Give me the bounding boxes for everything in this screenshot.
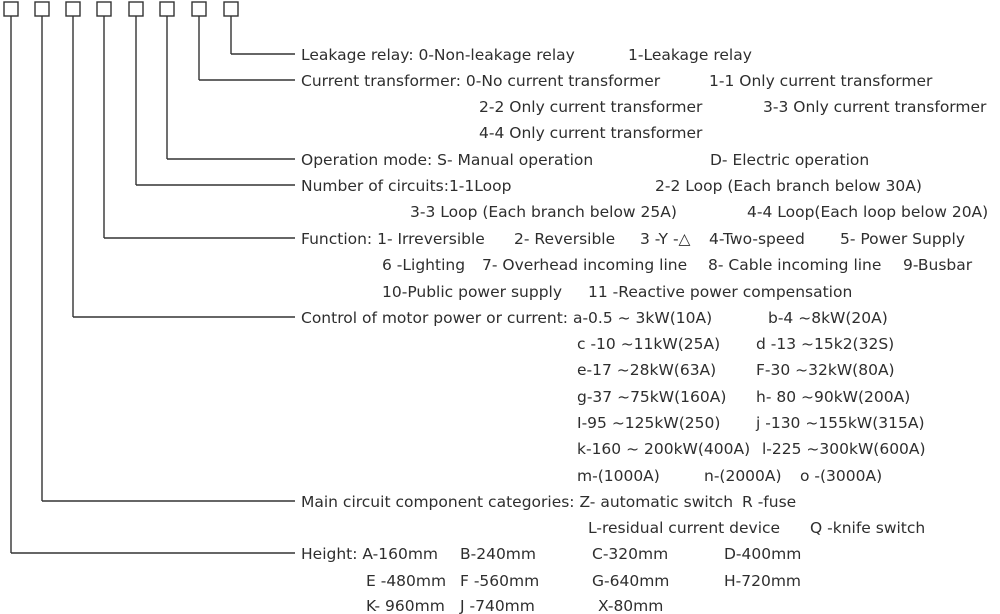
main-circuit-q: Q -knife switch (810, 519, 925, 537)
ct-option-4-4: 4-4 Only current transformer (479, 124, 703, 142)
ct-option-1-1: 1-1 Only current transformer (709, 72, 933, 90)
connector-operation-mode (166, 16, 295, 160)
code-box-1 (3, 1, 19, 17)
height-h: H-720mm (724, 572, 801, 590)
connector-current-transformer (198, 16, 295, 81)
motor-power-g: g-37 ~75kW(160A) (577, 388, 726, 406)
height-c: C-320mm (592, 545, 668, 563)
motor-power-f: F-30 ~32kW(80A) (756, 361, 895, 379)
function-option-9: 9-Busbar (903, 256, 973, 274)
main-circuit-l: L-residual current device (588, 519, 780, 537)
motor-power-i: I-95 ~125kW(250) (577, 414, 720, 432)
motor-power-o: o -(3000A) (800, 467, 882, 485)
height-g: G-640mm (592, 572, 669, 590)
height-x: X-80mm (598, 597, 663, 614)
connector-main-circuit (41, 16, 295, 502)
function-option-5: 5- Power Supply (840, 230, 965, 248)
ct-option-3-3: 3-3 Only current transformer (763, 98, 987, 116)
motor-power-l: l-225 ~300kW(600A) (762, 440, 926, 458)
connector-number-of-circuits (135, 16, 295, 186)
code-box-7 (191, 1, 207, 17)
function-options: Function: 1- Irreversible (301, 230, 485, 248)
height-options: Height: A-160mm (301, 545, 438, 563)
ct-option-2-2: 2-2 Only current transformer (479, 98, 703, 116)
operation-mode-electric: D- Electric operation (710, 151, 869, 169)
circuits-option-2-2: 2-2 Loop (Each branch below 30A) (655, 177, 922, 195)
function-option-7: 7- Overhead incoming line (482, 256, 687, 274)
leakage-relay-options: Leakage relay: 0-Non-leakage relay (301, 46, 575, 64)
circuits-options: Number of circuits:1-1Loop (301, 177, 511, 195)
connector-leakage-relay (230, 16, 295, 55)
motor-power-j: j -130 ~155kW(315A) (755, 414, 925, 432)
motor-power-m: m-(1000A) (577, 467, 660, 485)
motor-power-e: e-17 ~28kW(63A) (577, 361, 716, 379)
motor-power-options: Control of motor power or current: a-0.5… (301, 309, 712, 327)
leakage-relay-option-1: 1-Leakage relay (628, 46, 752, 64)
connector-height (10, 16, 295, 554)
function-option-4: 4-Two-speed (709, 230, 805, 248)
height-j: J -740mm (459, 597, 535, 614)
code-box-2 (34, 1, 50, 17)
motor-power-n: n-(2000A) (704, 467, 782, 485)
motor-power-d: d -13 ~15k2(32S) (756, 335, 894, 353)
motor-power-h: h- 80 ~90kW(200A) (756, 388, 910, 406)
code-box-8 (223, 1, 239, 17)
circuits-option-4-4: 4-4 Loop(Each loop below 20A) (747, 203, 988, 221)
function-option-8: 8- Cable incoming line (708, 256, 881, 274)
function-option-6: 6 -Lighting (382, 256, 465, 274)
code-box-4 (96, 1, 112, 17)
height-k: K- 960mm (366, 597, 445, 614)
height-b: B-240mm (460, 545, 536, 563)
motor-power-b: b-4 ~8kW(20A) (768, 309, 888, 327)
connector-motor-power (72, 16, 295, 318)
function-option-3: 3 -Y -△ (640, 230, 691, 248)
circuits-option-3-3: 3-3 Loop (Each branch below 25A) (410, 203, 677, 221)
function-option-10: 10-Public power supply (382, 283, 562, 301)
connector-function (103, 16, 295, 239)
legend-text: Leakage relay: 0-Non-leakage relay 1-Lea… (301, 46, 988, 614)
main-circuit-options: Main circuit component categories: Z- au… (301, 493, 733, 511)
height-f: F -560mm (460, 572, 539, 590)
code-box-6 (159, 1, 175, 17)
code-box-5 (128, 1, 144, 17)
code-box-3 (65, 1, 81, 17)
current-transformer-options: Current transformer: 0-No current transf… (301, 72, 661, 90)
motor-power-c: c -10 ~11kW(25A) (577, 335, 720, 353)
main-circuit-r: R -fuse (742, 493, 796, 511)
operation-mode-options: Operation mode: S- Manual operation (301, 151, 593, 169)
height-e: E -480mm (366, 572, 446, 590)
height-d: D-400mm (724, 545, 801, 563)
function-option-11: 11 -Reactive power compensation (588, 283, 852, 301)
function-option-2: 2- Reversible (514, 230, 615, 248)
motor-power-k: k-160 ~ 200kW(400A) (577, 440, 750, 458)
